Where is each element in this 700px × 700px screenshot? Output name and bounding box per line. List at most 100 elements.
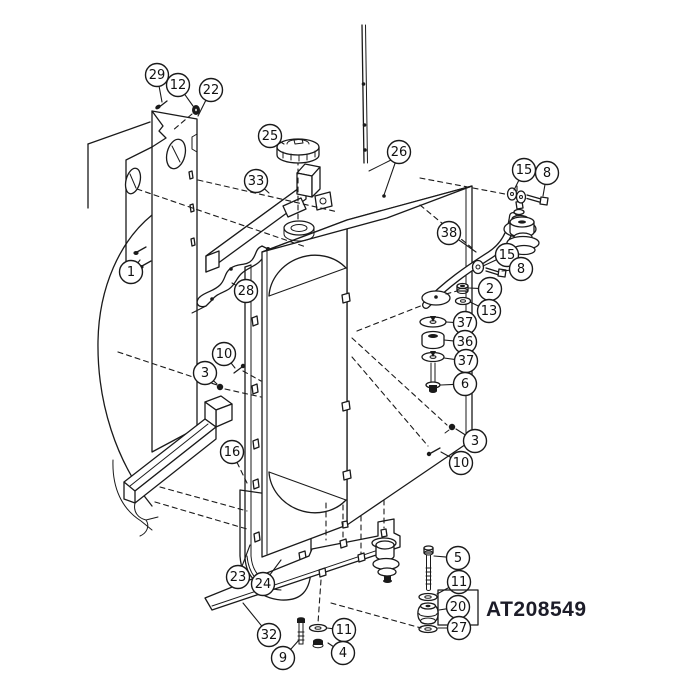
washer-11-stack: [418, 592, 438, 602]
nut-4: [312, 638, 324, 649]
callout-number: 23: [230, 570, 247, 585]
callout-leader: [231, 282, 237, 286]
part-number-label: AT208549: [486, 598, 587, 621]
callout-28-17: 28: [231, 278, 259, 304]
callout-number: 37: [458, 354, 475, 369]
callout-balloon: [386, 139, 412, 165]
filler-neck: [283, 220, 315, 242]
callout-1-18: 1: [118, 259, 144, 285]
callout-8-10: 8: [501, 256, 534, 282]
callout-number: 37: [457, 316, 474, 331]
callout-12-1: 12: [165, 72, 194, 107]
callout-number: 38: [441, 226, 458, 241]
callout-3-20: 3: [192, 360, 218, 386]
alignment-dashes: [117, 113, 506, 629]
grommet-12: [192, 105, 200, 115]
callout-balloon: [446, 569, 472, 595]
callout-leader: [501, 269, 511, 272]
callout-23-24: 23: [225, 544, 251, 590]
callout-balloon: [270, 645, 296, 671]
callout-leader: [197, 99, 207, 117]
callout-balloon: [445, 545, 471, 571]
callout-balloon: [198, 77, 224, 103]
callout-balloon: [144, 62, 170, 88]
callout-number: 15: [499, 248, 516, 263]
callout-number: 6: [461, 377, 469, 392]
callout-balloon: [219, 439, 245, 465]
callout-37-13: 37: [445, 310, 478, 336]
callout-leader: [457, 239, 477, 253]
callout-number: 29: [149, 68, 166, 83]
callout-number: 2: [486, 282, 494, 297]
callout-leader: [455, 428, 466, 436]
callout-balloon: [446, 615, 472, 641]
callout-8-7: 8: [534, 160, 560, 197]
callout-balloon: [476, 298, 502, 324]
radiator-body-26: [261, 185, 473, 561]
overflow-hose-28: [191, 245, 271, 314]
callout-26-5: 26: [383, 139, 412, 196]
callout-37-15: 37: [443, 348, 479, 374]
callout-38-8: 38: [436, 220, 477, 253]
callout-32-26: 32: [242, 602, 282, 648]
callout-27-33: 27: [437, 615, 472, 641]
callout-20-32: 20: [437, 589, 479, 626]
callout-number: 13: [481, 304, 498, 319]
callout-number: 12: [170, 78, 187, 93]
screw-10-left: [233, 363, 246, 374]
callout-number: 15: [516, 163, 533, 178]
callout-16-21: 16: [219, 439, 248, 484]
callout-number: 28: [238, 284, 255, 299]
callout-leader: [158, 85, 163, 103]
callout-number: 3: [201, 366, 209, 381]
callout-balloon: [192, 360, 218, 386]
callout-number: 10: [453, 456, 470, 471]
callout-leader: [290, 639, 300, 650]
callout-33-4: 33: [243, 168, 270, 194]
upper-bracket-33: [205, 163, 321, 273]
callout-balloon: [508, 256, 534, 282]
callout-number: 26: [391, 145, 408, 160]
callout-number: 36: [457, 335, 474, 350]
washer-11-bottom: [308, 623, 328, 633]
washer-13: [454, 296, 472, 306]
callout-balloon: [452, 371, 478, 397]
callout-number: 24: [255, 577, 272, 592]
callout-leader: [212, 380, 218, 385]
callout-leader: [241, 544, 251, 567]
callout-leader: [326, 627, 334, 630]
screw-29: [155, 100, 168, 110]
callout-5-30: 5: [433, 545, 471, 571]
callout-leader: [482, 259, 498, 267]
callout-number: 33: [248, 174, 265, 189]
isolator-20: [417, 602, 439, 625]
callout-leader: [469, 301, 480, 307]
callout-number: 11: [451, 575, 468, 590]
callout-number: 5: [454, 551, 462, 566]
frame-panel: [87, 121, 153, 531]
callout-number: 4: [339, 646, 347, 661]
callout-11-28: 11: [326, 617, 357, 643]
callout-number: 16: [224, 445, 241, 460]
callout-leader: [542, 183, 546, 197]
callout-leader: [230, 362, 236, 369]
callout-25-3: 25: [257, 123, 285, 149]
callout-leader: [184, 93, 194, 107]
callout-22-2: 22: [197, 77, 224, 117]
callout-balloon: [233, 278, 259, 304]
plate-studs: [317, 499, 385, 624]
washer-27: [418, 624, 438, 634]
callout-balloon: [118, 259, 144, 285]
callout-leader: [263, 188, 270, 194]
support-rail: [123, 395, 233, 537]
screw-10-right: [426, 447, 441, 457]
bolt-3-right: [444, 423, 456, 434]
callout-leader: [279, 141, 285, 145]
bolt-3-left: [216, 383, 224, 391]
callout-13-12: 13: [469, 298, 502, 324]
callout-15-6: 15: [511, 157, 537, 191]
callout-10-19: 10: [211, 341, 237, 369]
callout-2-11: 2: [468, 276, 503, 302]
callout-number: 25: [262, 129, 279, 144]
